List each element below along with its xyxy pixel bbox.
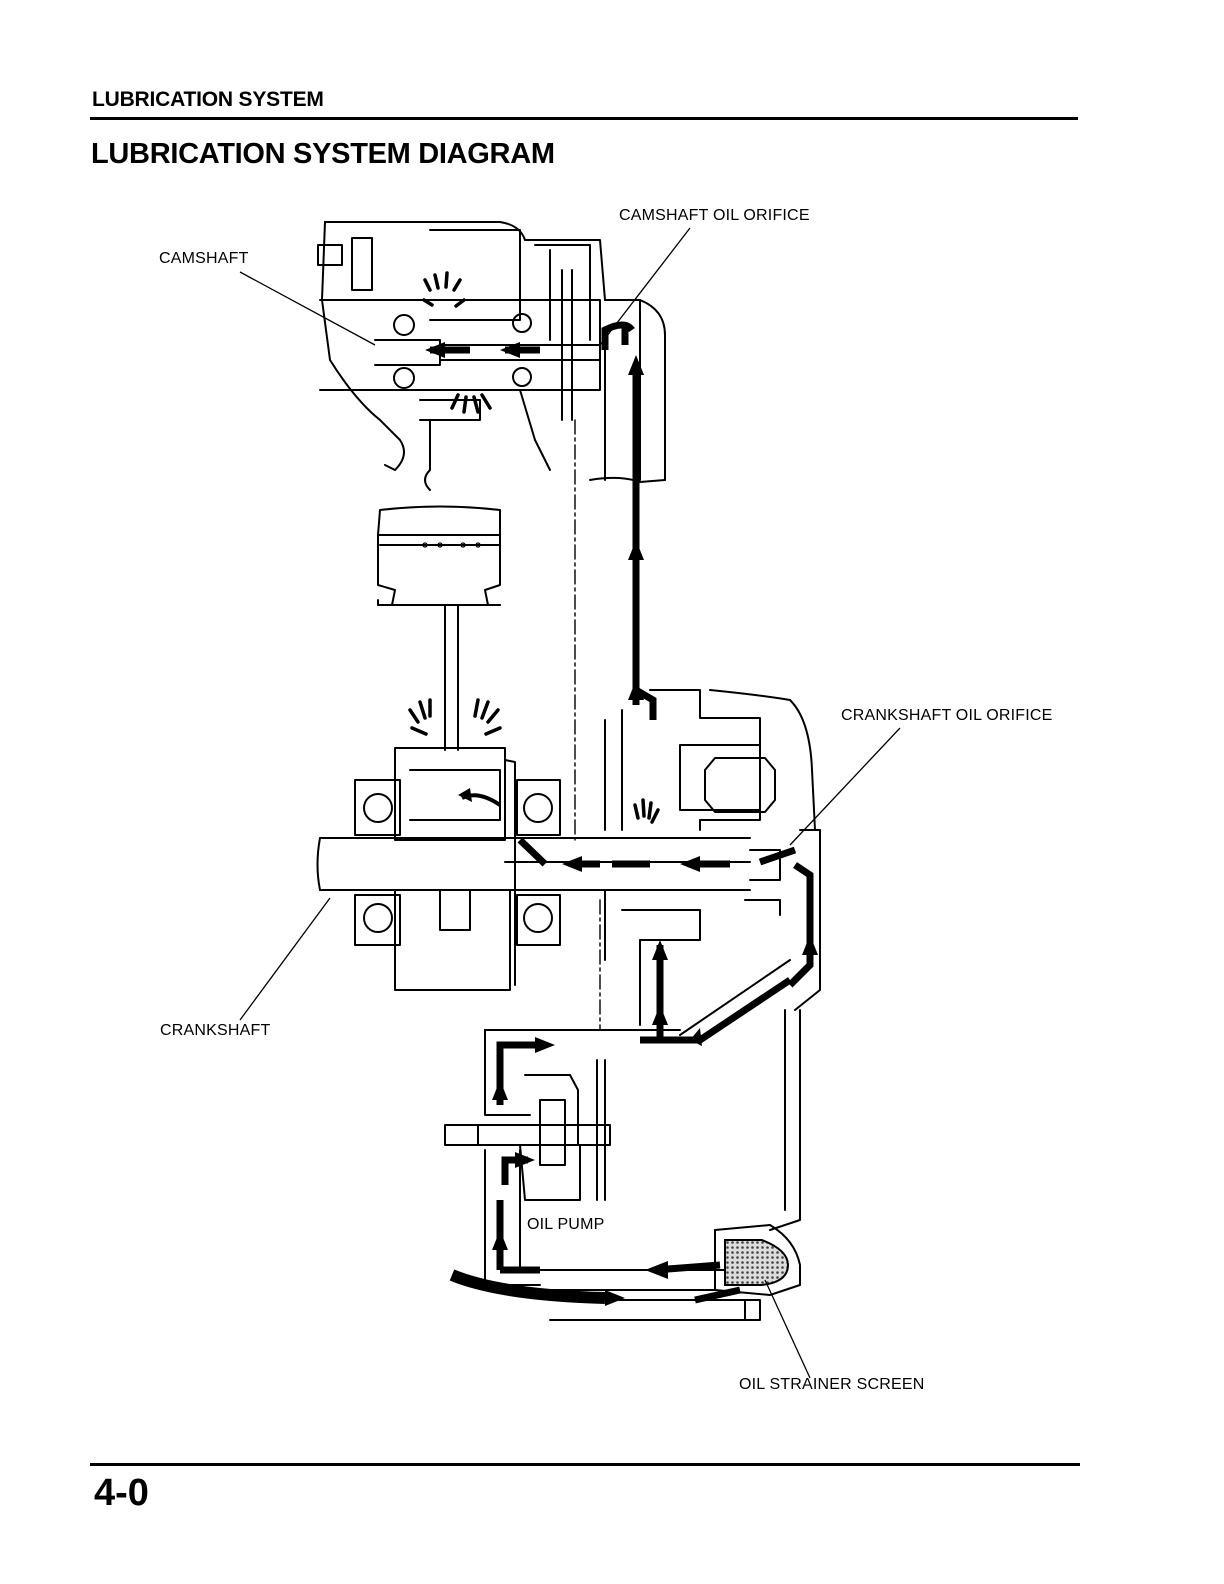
- right-crankcase: [605, 690, 820, 1230]
- oil-spray-cam-lower: [452, 395, 490, 412]
- label-camshaft: CAMSHAFT: [159, 250, 249, 268]
- oil-spray-piston-right: [475, 700, 500, 734]
- oil-inlet-arrow: [452, 1275, 605, 1298]
- footer-rule: [90, 1463, 1080, 1466]
- cylinder-head: [318, 222, 665, 490]
- strainer-screen-mesh: [725, 1240, 788, 1285]
- label-oil-pump: OIL PUMP: [527, 1216, 604, 1234]
- label-camshaft-oil-orifice: CAMSHAFT OIL ORIFICE: [619, 207, 810, 225]
- leader-camshaft: [240, 272, 375, 345]
- oil-spray-gear: [635, 800, 658, 822]
- oil-spray-cam-upper: [424, 273, 464, 306]
- label-crankshaft-oil-orifice: CRANKSHAFT OIL ORIFICE: [841, 707, 1053, 725]
- label-crankshaft: CRANKSHAFT: [160, 1022, 270, 1040]
- oil-spray-piston-left: [410, 700, 430, 734]
- piston: [378, 507, 500, 751]
- leader-oil-strainer-screen: [765, 1280, 810, 1378]
- crankshaft: [318, 748, 781, 990]
- leader-crankshaft: [240, 898, 330, 1020]
- leader-crankshaft-oil-orifice: [790, 728, 900, 845]
- label-oil-strainer-screen: OIL STRAINER SCREEN: [739, 1376, 924, 1394]
- page-number: 4-0: [94, 1472, 149, 1515]
- leader-camshaft-oil-orifice: [600, 228, 690, 345]
